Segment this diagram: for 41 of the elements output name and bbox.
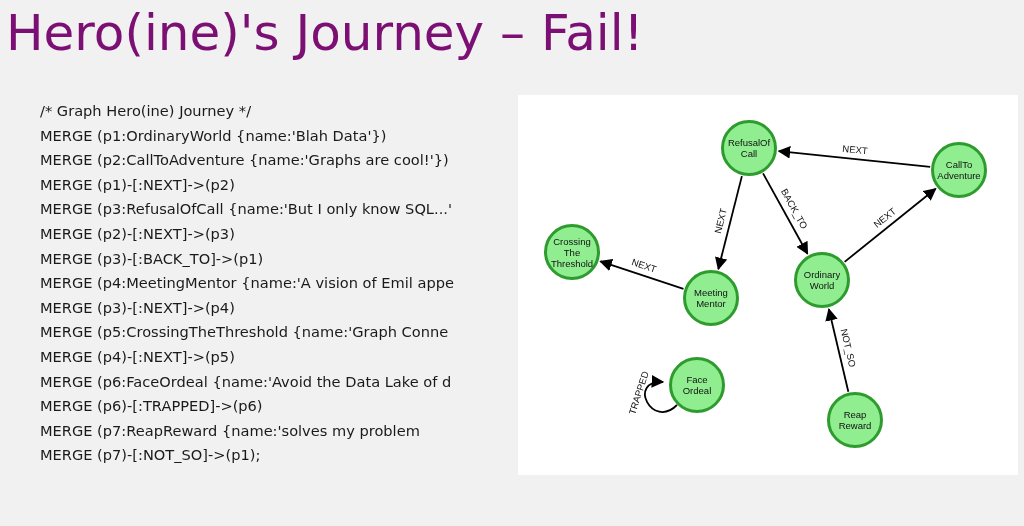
code-line: MERGE (p4:MeetingMentor {name:'A vision of Emil appe: [40, 273, 455, 294]
arrow: [599, 259, 685, 290]
code-line: MERGE (p1:OrdinaryWorld {name:'Blah Data'}): [40, 125, 388, 146]
arrow: [843, 187, 937, 263]
edge-label: NEXT: [841, 143, 869, 157]
arrow: [825, 307, 850, 393]
graph-node: [794, 252, 850, 308]
arrow: [762, 172, 809, 255]
graph-node: [721, 120, 777, 176]
code-line: MERGE (p6:FaceOrdeal {name:'Avoid the Data Lake of d: [40, 371, 453, 392]
code-line: MERGE (p2)-[:NEXT]->(p3): [40, 223, 236, 244]
graph-node: [669, 357, 725, 413]
code-line: MERGE (p7:ReapReward {name:'solves my problem: [40, 420, 421, 441]
arrow: [777, 146, 932, 168]
code-line: MERGE (p2:CallToAdventure {name:'Graphs are cool!'}): [40, 150, 450, 171]
graph-node: [683, 270, 739, 326]
code-line: MERGE (p5:CrossingTheThreshold {name:'Graph Conne: [40, 322, 450, 343]
arrow: [715, 175, 743, 271]
node-label: Crossing The Threshold: [549, 235, 595, 269]
node-label: Meeting Mentor: [693, 287, 729, 309]
code-line: MERGE (p4)-[:NEXT]->(p5): [40, 346, 236, 367]
graph-node: [544, 224, 600, 280]
node-label: Ordinary World: [802, 269, 842, 291]
code-line: MERGE (p1)-[:NEXT]->(p2): [40, 174, 236, 195]
code-line: MERGE (p6)-[:TRAPPED]->(p6): [40, 396, 264, 417]
node-label: Reap Reward: [837, 409, 873, 431]
edge-label: NEXT: [630, 257, 658, 276]
edge-label: NEXT: [713, 207, 730, 235]
arrow: [644, 376, 678, 413]
code-line: /* Graph Hero(ine) Journey */: [40, 101, 253, 121]
code-line: MERGE (p3:RefusalOfCall {name:'But I only know SQL...': [40, 199, 453, 220]
code-line: MERGE (p3)-[:NEXT]->(p4): [40, 297, 236, 318]
code-line: MERGE (p7)-[:NOT_SO]->(p1);: [40, 445, 262, 466]
slide-title: Hero(ine)'s Journey – Fail!: [6, 4, 644, 62]
code-line: MERGE (p3)-[:BACK_TO]->(p1): [40, 248, 265, 269]
node-label: Face Ordeal: [681, 374, 713, 396]
node-label: RefusalOf Call: [726, 137, 772, 159]
graph-node: [931, 142, 987, 198]
node-label: CallTo Adventure: [936, 159, 982, 181]
edge-label: NOT_SO: [838, 327, 858, 368]
graph-node: [827, 392, 883, 448]
